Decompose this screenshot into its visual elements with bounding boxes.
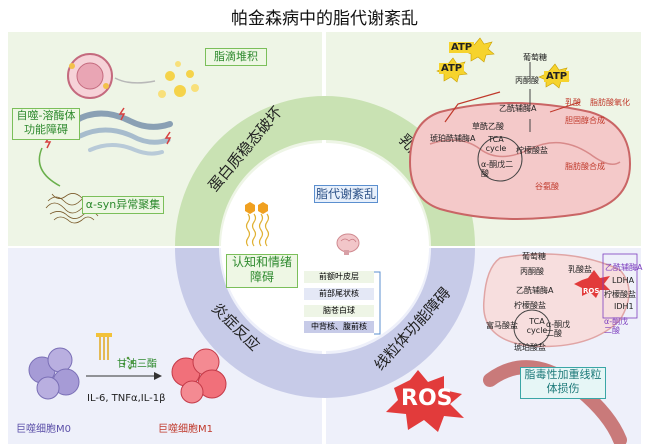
tca-cycle-icon	[513, 309, 551, 347]
m0-label: 巨噬细胞M0	[16, 424, 71, 435]
succinyl-label: 琥珀酰辅酶A	[430, 134, 476, 143]
inflammation-illustration	[28, 333, 227, 404]
fao-label: 脂肪酸氧化	[590, 98, 630, 107]
triglyceride-label: 甘油三酯	[117, 359, 157, 370]
akg-label: α-酮戊二酸	[481, 160, 514, 178]
region-thalamus: 中背核、腹前核	[304, 321, 374, 333]
m1-label: 巨噬细胞M1	[158, 424, 213, 435]
region-pallidus: 脑苍白球	[304, 305, 374, 317]
macrophage-m1-icon	[171, 348, 227, 404]
mito-ros-small: ROS	[583, 287, 600, 295]
glucose-label: 葡萄糖	[523, 53, 547, 62]
center-lipid-label: 脂代谢紊乱	[314, 185, 378, 203]
region-caudate: 前部尾状核	[304, 288, 374, 300]
er-icon	[72, 110, 173, 130]
mito-pyruvate: 丙酮酸	[520, 267, 544, 276]
atp-label-1: ATP	[449, 42, 475, 53]
atp-label-2: ATP	[439, 63, 465, 74]
oxaloacetate-label: 草酰乙酸	[472, 122, 504, 131]
mito-akg: α-酮戊二酸	[546, 320, 571, 338]
mito-effect-box: 脂毒性加重线粒体损伤	[520, 367, 606, 399]
mito-glucose: 葡萄糖	[522, 252, 546, 261]
lactate-label: 乳酸	[565, 98, 581, 107]
atp-label-3: ATP	[544, 71, 570, 82]
pyruvate-label: 丙酮酸	[515, 76, 539, 85]
cytokine-label: IL-6, TNFα,IL-1β	[87, 393, 166, 404]
lipid-droplet-box: 脂滴堆积	[205, 48, 267, 66]
ros-big-icon	[386, 370, 464, 432]
brain-icon	[336, 233, 360, 255]
lactate-illustration	[408, 37, 632, 220]
mito-tca: TCA cycle	[526, 317, 548, 335]
triglyceride-icon	[96, 333, 112, 360]
lipid-chain-icon	[245, 202, 270, 247]
citrate-label: 柠檬酸盐	[516, 146, 548, 155]
macrophage-m0-icon	[28, 347, 80, 400]
ring-top-left	[175, 96, 325, 246]
lysosome-core-icon	[76, 62, 104, 90]
mito-ldha: LDHA	[612, 276, 635, 285]
page-title: 帕金森病中的脂代谢紊乱	[231, 9, 418, 29]
mito-succinate: 琥珀酸盐	[514, 343, 546, 352]
protein-illustration	[38, 53, 199, 224]
ring-bottom-right	[325, 248, 475, 398]
lipid-droplet-icon	[165, 71, 175, 81]
fas-label: 脂肪酸合成	[565, 162, 605, 171]
region-prefrontal: 前额叶皮层	[304, 271, 374, 283]
cholesterol-label: 胆固醇合成	[565, 116, 605, 125]
mito-akg2: α-酮戊二酸	[604, 317, 629, 335]
acetylcoa-label: 乙酰辅酶A	[499, 104, 537, 113]
glutamate-label: 谷氨酸	[535, 182, 559, 191]
tca-cycle-icon	[477, 136, 523, 182]
mito-fumarate: 富马酸盐	[486, 321, 518, 330]
ros-big-label: ROS	[401, 386, 453, 411]
autophagy-box: 自噬-溶酶体功能障碍	[12, 108, 80, 140]
cognitive-box: 认知和情绪障碍	[226, 254, 298, 288]
asyn-box: α-syn异常聚集	[82, 196, 164, 214]
mito-acetylcoa2: 乙酰辅酶A	[605, 263, 643, 272]
mito-citrate: 柠檬酸盐	[514, 301, 546, 310]
mito-lactate-salt: 乳酸盐	[568, 265, 592, 274]
mito-acetylcoa: 乙酰辅酶A	[516, 286, 554, 295]
tca-label: TCA cycle	[485, 135, 507, 153]
mito-citrate2: 柠檬酸盐	[604, 290, 636, 299]
ros-burst-icon	[574, 270, 610, 298]
mito-idh1: IDH1	[614, 302, 634, 311]
ring-bottom-left	[175, 248, 325, 398]
lightning-icon	[118, 107, 126, 121]
region-bracket	[374, 271, 381, 335]
mitochondrion-icon	[408, 102, 632, 220]
